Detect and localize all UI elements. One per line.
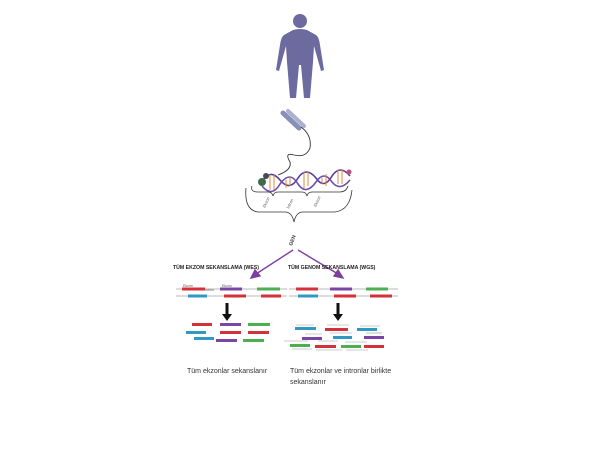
green-sequence-segment (243, 339, 264, 342)
blue-sequence-segment (357, 328, 377, 331)
green-sequence-segment (290, 344, 310, 347)
gene-label: GEN (288, 234, 297, 247)
wgs-caption-line1: Tüm ekzonlar ve intronlar birlikte (290, 368, 392, 375)
blue-sequence-segment (333, 336, 352, 339)
blue-sequence-segment (295, 327, 316, 330)
red-sequence-segment (192, 323, 212, 326)
blue-sequence-segment (188, 294, 207, 298)
wgs-title: TÜM GENOM SEKANSLAMA (WGS) (288, 265, 376, 271)
down-arrows (222, 303, 343, 321)
brace-label: Ekzon (312, 195, 321, 207)
dna-helix-icon (258, 169, 352, 193)
blue-sequence-segment (194, 337, 214, 340)
red-sequence-segment (370, 294, 392, 298)
red-sequence-segment (325, 328, 348, 331)
blue-sequence-segment (186, 331, 206, 334)
red-sequence-segment (248, 331, 269, 334)
red-sequence-segment (261, 294, 281, 298)
purple-sequence-segment (302, 337, 322, 340)
brace-label: İntron (285, 198, 294, 209)
blue-sequence-segment (298, 294, 318, 298)
green-sequence-segment (248, 323, 270, 326)
exon-label: Ekzon (183, 284, 193, 288)
gene-brace (245, 185, 353, 223)
red-sequence-segment (224, 294, 246, 298)
red-sequence-segment (364, 345, 384, 348)
green-sequence-segment (341, 345, 361, 348)
purple-sequence-segment (220, 323, 241, 326)
exon-label: Ekzon (222, 284, 232, 288)
chromosome-icon (277, 109, 311, 176)
red-sequence-segment (334, 294, 356, 298)
red-sequence-segment (220, 331, 241, 334)
intron-label: İntron (205, 287, 214, 292)
human-figure-icon (276, 14, 324, 98)
green-sequence-segment (366, 287, 388, 291)
branch-arrows (249, 249, 345, 280)
brace-label: Ekzon (261, 196, 270, 208)
green-sequence-segment (257, 287, 280, 291)
red-sequence-segment (182, 287, 205, 291)
wgs-caption-line2: sekanslanır (290, 379, 326, 386)
purple-sequence-segment (330, 287, 352, 291)
purple-sequence-segment (220, 287, 242, 291)
red-sequence-segment (315, 345, 336, 348)
purple-sequence-segment (216, 339, 237, 342)
wes-title: TÜM EKZOM SEKANSLAMA (WES) (173, 265, 259, 271)
red-sequence-segment (296, 287, 318, 291)
purple-sequence-segment (364, 336, 384, 339)
wes-caption: Tüm ekzonlar sekanslanır (187, 368, 268, 375)
